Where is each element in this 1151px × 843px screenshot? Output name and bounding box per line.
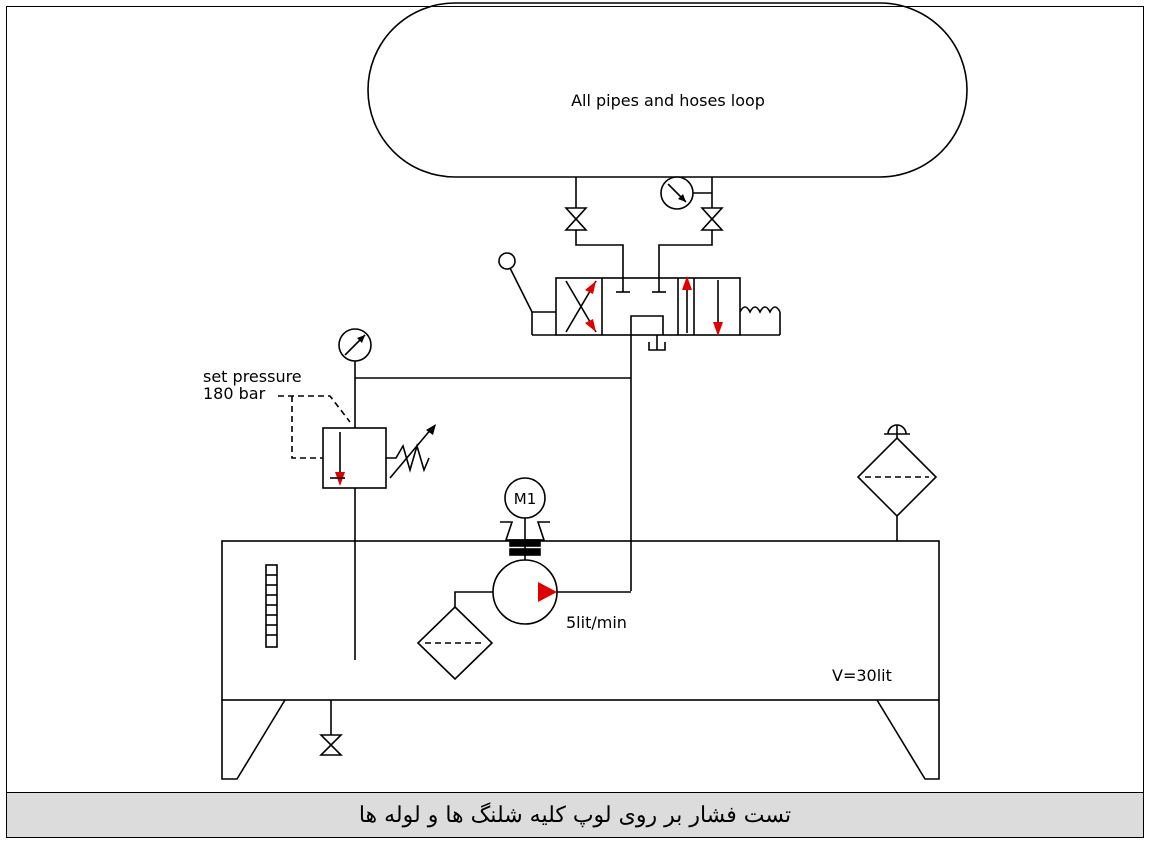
hydraulic-pump	[492, 559, 558, 625]
pipe-left-to-valve	[575, 230, 624, 278]
motor-label: M1	[514, 490, 537, 508]
suction-filter-icon	[416, 605, 494, 681]
valve-arrow-1	[585, 281, 596, 294]
tank-return-symbol	[648, 342, 666, 351]
return-spring-icon	[739, 306, 781, 336]
loop-label: All pipes and hoses loop	[571, 91, 765, 110]
directional-control-valve	[555, 276, 741, 336]
pilot-line	[278, 395, 351, 423]
hand-lever-icon	[498, 252, 556, 336]
tank-leg-right	[876, 699, 940, 780]
adjustable-spring-icon	[386, 443, 430, 473]
pressure-gauge-top-icon	[660, 176, 694, 210]
relief-arrow	[335, 472, 345, 486]
valve-arrow-3	[682, 276, 692, 290]
suction-line	[454, 591, 493, 607]
set-pressure-value: 180 bar	[203, 384, 266, 403]
flow-label: 5lit/min	[566, 613, 627, 632]
shutoff-valve-left	[564, 207, 588, 231]
figure-caption: تست فشار بر روی لوپ کلیه شلنگ ها و لوله …	[6, 792, 1144, 838]
pressure-gauge-left-icon	[338, 328, 372, 362]
relief-valve	[322, 424, 436, 489]
tank-leg-left	[221, 699, 286, 780]
pump-arrow	[538, 582, 557, 602]
electric-motor: M1	[504, 477, 546, 519]
level-gauge-icon	[265, 564, 278, 648]
drain-valve	[319, 734, 343, 756]
valve-arrow-4	[713, 322, 723, 336]
reservoir-tank	[221, 540, 940, 701]
pilot-line-left	[291, 396, 323, 459]
valve-arrow-2	[585, 319, 596, 332]
pipe-loop-vessel	[367, 2, 968, 178]
breather-filter-icon	[856, 424, 938, 518]
shaft-coupling-icon	[509, 539, 541, 556]
shutoff-valve-right	[700, 207, 724, 231]
volume-label: V=30lit	[832, 666, 892, 685]
pipe-right-to-valve	[658, 230, 713, 278]
set-pressure-label: set pressure	[203, 367, 302, 386]
